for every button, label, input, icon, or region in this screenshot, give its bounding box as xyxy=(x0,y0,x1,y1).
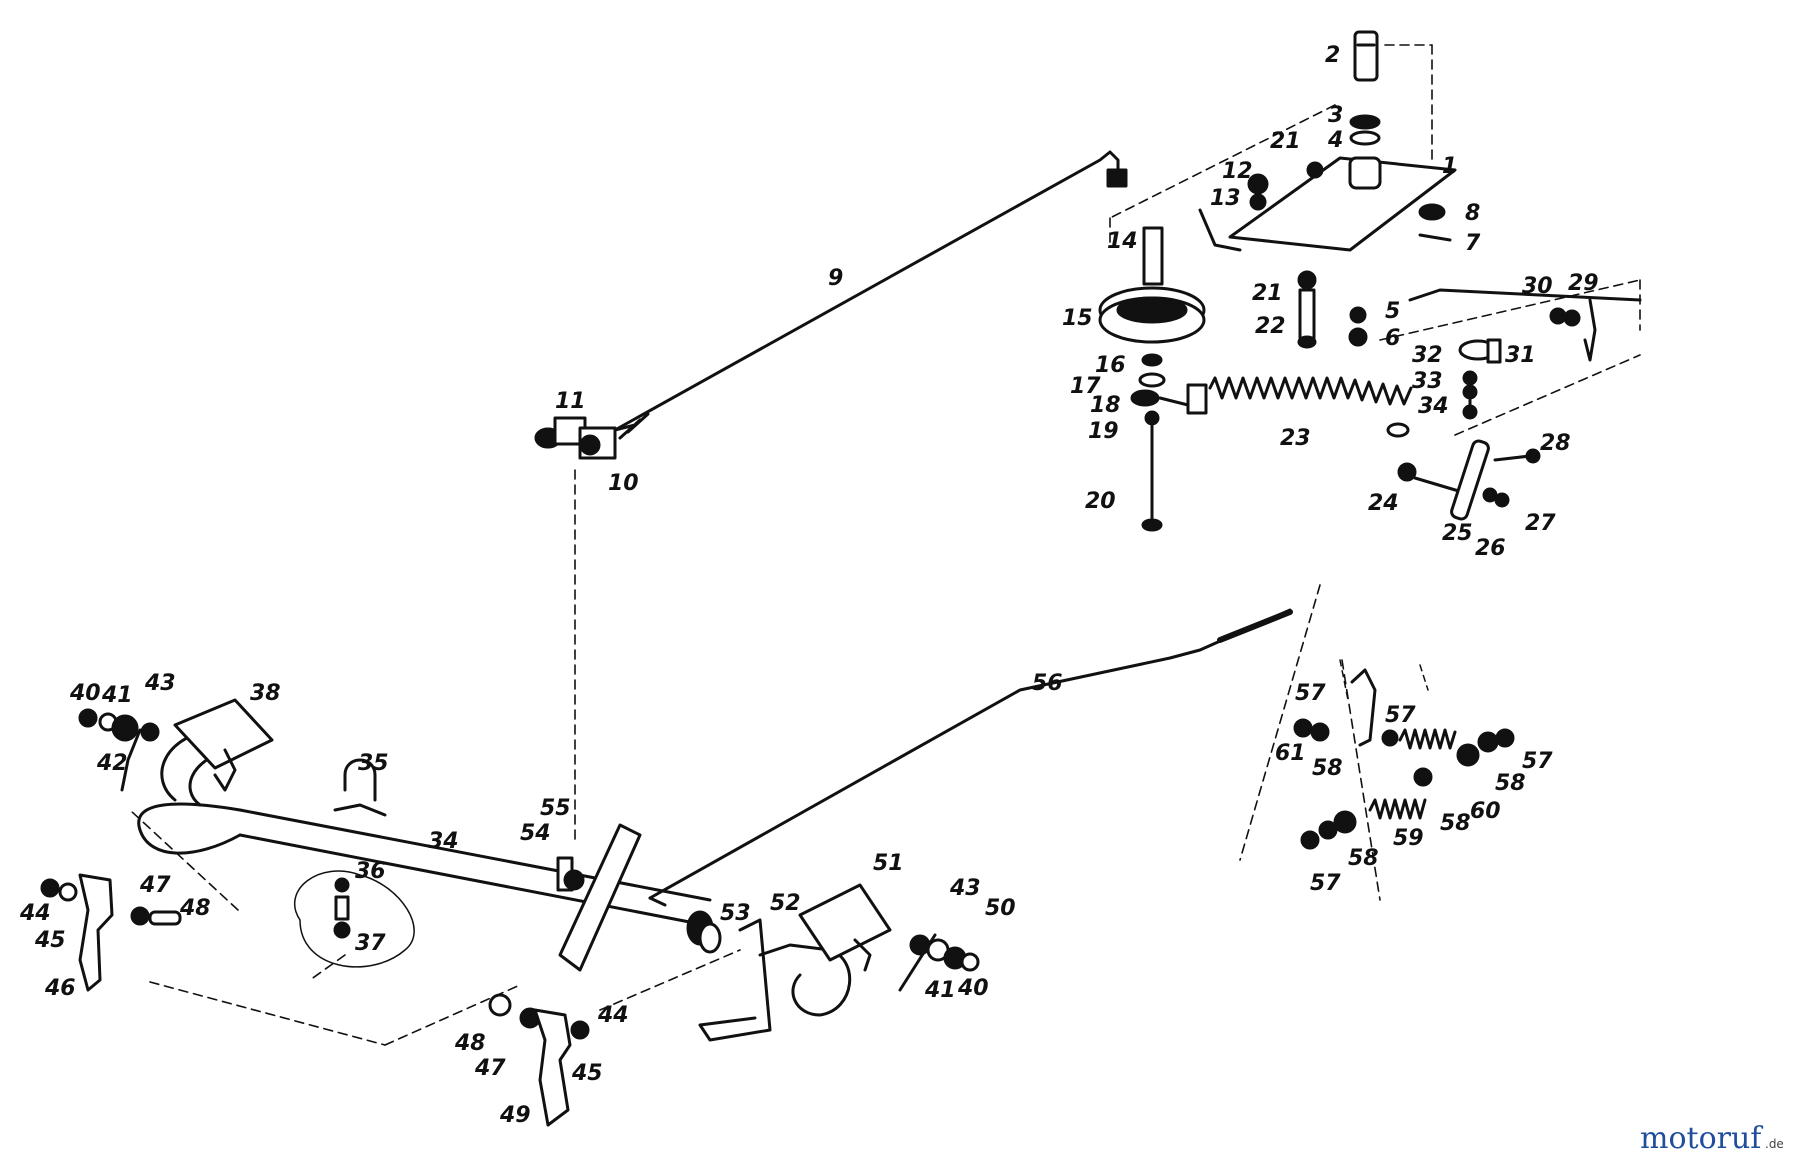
label-part-50: 50 xyxy=(985,896,1016,921)
label-part-27: 27 xyxy=(1525,511,1556,536)
label-part-12: 12 xyxy=(1222,159,1253,184)
label-part-28: 28 xyxy=(1540,431,1571,456)
label-part-48: 48 xyxy=(454,1031,486,1056)
label-part-1: 1 xyxy=(1442,154,1457,179)
label-part-34: 34 xyxy=(1418,394,1449,419)
label-part-41: 41 xyxy=(924,978,956,1003)
label-part-15: 15 xyxy=(1062,306,1093,331)
label-part-36: 35 xyxy=(358,751,389,776)
label-part-51: 51 xyxy=(873,851,904,876)
label-part-39: 38 xyxy=(250,681,281,706)
label-part-16: 16 xyxy=(1095,353,1126,378)
label-part-56: 56 xyxy=(1032,671,1063,696)
label-part-6: 6 xyxy=(1385,326,1400,351)
label-part-61: 61 xyxy=(1275,741,1306,766)
label-part-7: 7 xyxy=(1465,231,1481,256)
label-part-43: 43 xyxy=(949,876,981,901)
label-part-45: 45 xyxy=(34,928,66,953)
label-part-31: 31 xyxy=(1505,343,1536,368)
label-part-23: 23 xyxy=(1280,426,1311,451)
label-part-3: 3 xyxy=(1328,103,1343,128)
label-part-8: 8 xyxy=(1465,201,1480,226)
part-number-labels: 2 3 4 1 21 12 13 8 7 14 21 22 5 6 15 16 … xyxy=(19,43,1599,1128)
label-part-30: 30 xyxy=(1522,274,1553,299)
label-part-47: 47 xyxy=(474,1056,506,1081)
label-part-48: 48 xyxy=(179,896,211,921)
label-part-46: 46 xyxy=(44,976,76,1001)
label-part-54: 54 xyxy=(520,821,551,846)
label-part-35: 34 xyxy=(428,829,459,854)
watermark-brand: motoruf xyxy=(1640,1121,1763,1156)
motoruf-watermark: motoruf .de xyxy=(1640,1121,1784,1156)
label-part-21: 21 xyxy=(1270,129,1301,154)
drive-rod xyxy=(648,608,1293,907)
label-part-4: 4 xyxy=(1327,128,1343,153)
label-part-52: 52 xyxy=(770,891,801,916)
label-part-14: 14 xyxy=(1107,229,1138,254)
label-part-43: 43 xyxy=(144,671,176,696)
control-rod xyxy=(534,150,1128,460)
label-part-33: 33 xyxy=(1412,369,1443,394)
label-part-10: 10 xyxy=(608,471,639,496)
label-part-40: 40 xyxy=(69,681,101,706)
label-part-29: 29 xyxy=(1568,271,1599,296)
label-part-24: 24 xyxy=(1368,491,1399,516)
label-part-25: 25 xyxy=(1442,521,1473,546)
label-part-44: 44 xyxy=(597,1003,629,1028)
label-part-59: 59 xyxy=(1393,826,1424,851)
left-pedal-hardware xyxy=(40,708,182,992)
label-part-44: 44 xyxy=(19,901,51,926)
label-part-11: 11 xyxy=(555,389,586,414)
watermark-suffix: .de xyxy=(1765,1137,1784,1151)
label-part-41: 41 xyxy=(101,683,133,708)
label-part-58: 58 xyxy=(1495,771,1526,796)
idler-plate-assembly xyxy=(1098,30,1642,532)
label-part-32: 32 xyxy=(1412,343,1443,368)
label-part-57: 57 xyxy=(1522,749,1553,774)
label-part-58: 58 xyxy=(1348,846,1379,871)
label-part-42: 42 xyxy=(96,751,128,776)
right-pedal-hardware xyxy=(488,933,980,1127)
label-part-9: 9 xyxy=(828,266,843,291)
label-part-20: 20 xyxy=(1085,489,1116,514)
label-part-57: 57 xyxy=(1385,703,1416,728)
label-part-47: 47 xyxy=(139,873,171,898)
label-part-21: 21 xyxy=(1252,281,1283,306)
pedal-shaft xyxy=(137,698,892,1042)
assembly-lines xyxy=(129,44,1641,1046)
label-part-13: 13 xyxy=(1210,186,1241,211)
label-part-45: 45 xyxy=(571,1061,603,1086)
label-part-19: 19 xyxy=(1088,419,1119,444)
label-part-58: 58 xyxy=(1440,811,1471,836)
label-part-57: 57 xyxy=(1295,681,1326,706)
label-part-58: 58 xyxy=(1312,756,1343,781)
label-part-40: 40 xyxy=(957,976,989,1001)
label-part-18: 18 xyxy=(1090,393,1121,418)
label-part-38: 37 xyxy=(355,931,386,956)
label-part-60: 60 xyxy=(1470,799,1501,824)
label-part-37: 36 xyxy=(355,859,386,884)
label-part-57: 57 xyxy=(1310,871,1341,896)
label-part-17: 17 xyxy=(1070,374,1101,399)
label-part-2: 2 xyxy=(1325,43,1340,68)
label-part-55: 55 xyxy=(540,796,571,821)
label-part-22: 22 xyxy=(1255,314,1286,339)
label-part-5: 5 xyxy=(1385,299,1400,324)
label-part-49: 49 xyxy=(499,1103,531,1128)
label-part-26: 26 xyxy=(1475,536,1506,561)
label-part-53: 53 xyxy=(720,901,751,926)
spring-assembly xyxy=(1293,659,1515,850)
